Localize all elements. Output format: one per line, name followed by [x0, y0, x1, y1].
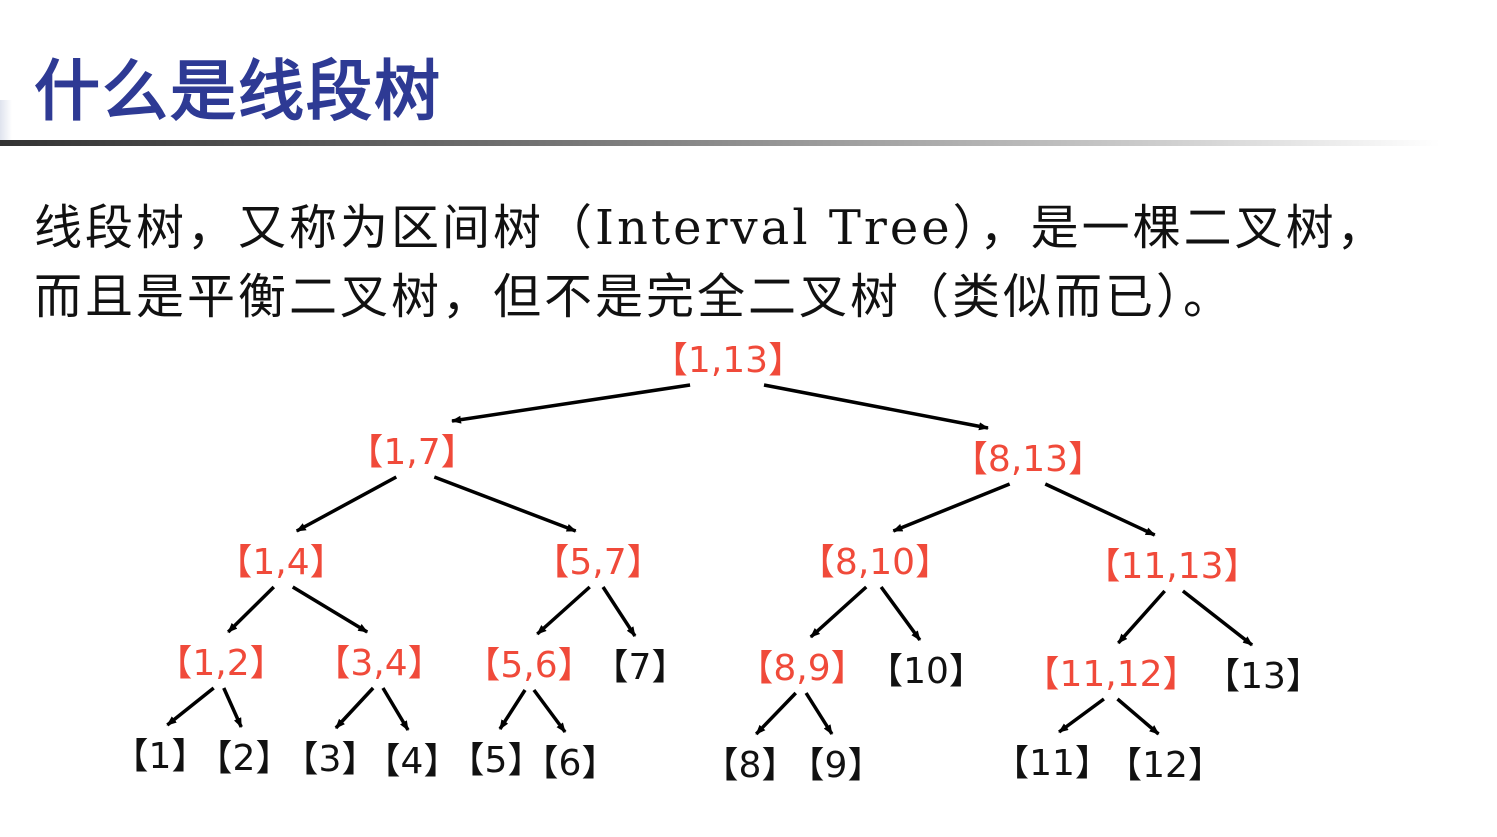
tree-node-3-4: 【3,4】	[314, 643, 444, 684]
edge-1-13-to-8-13	[763, 383, 989, 431]
edge-8-13-to-11-13	[1044, 482, 1156, 537]
tree-node-8-10: 【8,10】	[798, 542, 952, 583]
tree-node-10: 【10】	[867, 651, 985, 692]
edge-5-7-to-5-6	[536, 585, 591, 636]
edge-3-4-to-4	[381, 687, 410, 731]
tree-node-1: 【1】	[112, 736, 208, 777]
tree-node-8: 【8】	[702, 745, 798, 786]
edge-8-10-to-10	[879, 585, 922, 642]
title-shade	[0, 100, 12, 140]
tree-node-1-7: 【1,7】	[347, 432, 477, 473]
edge-11-13-to-11-12	[1117, 589, 1166, 645]
tree-node-1-13: 【1,13】	[651, 340, 805, 381]
edge-1-7-to-1-4	[295, 475, 398, 533]
edge-5-6-to-5	[498, 689, 527, 730]
edge-1-4-to-3-4	[291, 585, 369, 634]
edge-8-9-to-8	[754, 691, 798, 736]
tree-node-5: 【5】	[448, 740, 544, 781]
edge-3-4-to-3	[334, 686, 375, 730]
tree-node-1-2: 【1,2】	[156, 643, 286, 684]
tree-node-12: 【12】	[1106, 745, 1224, 786]
tree-node-5-6: 【5,6】	[464, 645, 594, 686]
edge-1-2-to-1	[166, 686, 215, 727]
tree-node-11-13: 【11,13】	[1084, 546, 1260, 587]
tree-node-5-7: 【5,7】	[533, 542, 663, 583]
tree-node-9: 【9】	[788, 745, 884, 786]
title-divider	[0, 140, 1440, 146]
edge-5-6-to-6	[532, 688, 567, 734]
tree-node-8-9: 【8,9】	[737, 648, 867, 689]
tree-node-4: 【4】	[364, 741, 460, 782]
edge-11-12-to-11	[1058, 697, 1105, 734]
tree-node-11: 【11】	[993, 743, 1111, 784]
edge-1-4-to-1-2	[226, 585, 276, 634]
edge-5-7-to-7	[601, 586, 637, 637]
body-line-1: 线段树，又称为区间树（Interval Tree），是一棵二叉树，	[34, 200, 1388, 256]
tree-node-6: 【6】	[522, 743, 618, 784]
tree-node-2: 【2】	[196, 738, 292, 779]
tree-node-13: 【13】	[1204, 656, 1322, 697]
tree-node-11-12: 【11,12】	[1023, 654, 1199, 695]
body-line-2: 而且是平衡二叉树，但不是完全二叉树（类似而已）。	[34, 269, 1235, 325]
edge-1-2-to-2	[222, 687, 243, 728]
slide-title: 什么是线段树	[34, 53, 442, 130]
edge-1-7-to-5-7	[433, 475, 577, 533]
edge-8-9-to-9	[804, 692, 834, 735]
edge-8-13-to-8-10	[892, 482, 1011, 533]
tree-node-3: 【3】	[282, 739, 378, 780]
edge-1-13-to-1-7	[451, 383, 691, 424]
tree-node-7: 【7】	[592, 647, 688, 688]
tree-node-1-4: 【1,4】	[216, 542, 346, 583]
edge-11-12-to-12	[1116, 697, 1160, 736]
edge-8-10-to-8-9	[809, 585, 868, 639]
tree-node-8-13: 【8,13】	[951, 439, 1105, 480]
edge-11-13-to-13	[1181, 589, 1254, 647]
